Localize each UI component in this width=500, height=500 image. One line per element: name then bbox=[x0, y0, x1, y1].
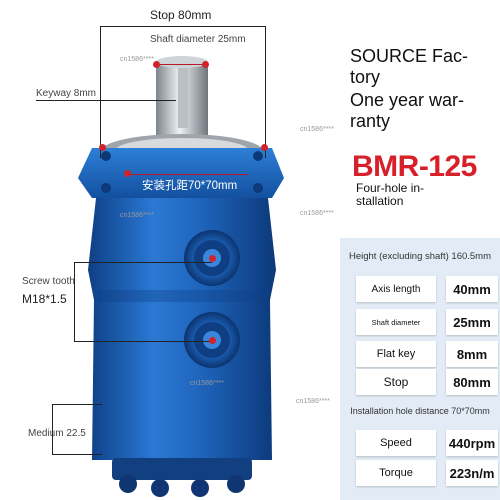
stop-dimension-line bbox=[100, 26, 266, 27]
screw-bracket-vertical bbox=[74, 262, 75, 342]
spec-label-axis-length: Axis length bbox=[356, 276, 436, 302]
hydraulic-motor-illustration bbox=[78, 56, 284, 497]
lower-port-marker bbox=[209, 337, 216, 344]
watermark: cn1586**** bbox=[190, 380, 224, 387]
watermark: cn1586**** bbox=[300, 126, 334, 133]
screw-tooth-label: Screw tooth bbox=[22, 276, 75, 287]
install-distance-spec: Installation hole distance 70*70mm bbox=[350, 406, 490, 416]
spec-label-speed: Speed bbox=[356, 430, 436, 456]
warranty-line1: One year war- bbox=[350, 90, 465, 110]
spec-value-speed: 440rpm bbox=[446, 430, 498, 456]
keyway-label: Keyway 8mm bbox=[36, 88, 97, 99]
spec-label-shaft-diameter: Shaft diameter bbox=[356, 309, 436, 335]
spec-panel: Height (excluding shaft) 160.5mm Axis le… bbox=[340, 238, 500, 500]
medium-leader-lower bbox=[52, 454, 102, 455]
screw-leader-upper bbox=[74, 262, 212, 263]
medium-label: Medium 22.5 bbox=[28, 428, 86, 439]
flange-corner-marker-left bbox=[99, 144, 106, 151]
shaft-diameter-line bbox=[156, 64, 208, 65]
spec-value-stop: 80mm bbox=[446, 369, 498, 395]
shaft-diameter-label: Shaft diameter 25mm bbox=[150, 34, 246, 45]
spec-label-flat-key: Flat key bbox=[356, 341, 436, 367]
watermark: cn1586**** bbox=[120, 56, 154, 63]
watermark: cn1586**** bbox=[296, 398, 330, 405]
install-line2: stallation bbox=[356, 194, 404, 208]
flange-hole-marker bbox=[124, 170, 131, 177]
hole-spacing-label: 安装孔距70*70mm bbox=[142, 180, 238, 192]
spec-value-torque: 223n/m bbox=[446, 460, 498, 486]
spec-value-flat-key: 8mm bbox=[446, 341, 498, 367]
screw-spec-label: M18*1.5 bbox=[22, 292, 67, 306]
spec-label-stop: Stop bbox=[356, 369, 436, 395]
spec-value-shaft-diameter: 25mm bbox=[446, 309, 498, 335]
shaft-left-marker bbox=[153, 61, 160, 68]
watermark: cn1586**** bbox=[300, 210, 334, 217]
screw-leader-lower bbox=[74, 341, 212, 342]
shaft-right-marker bbox=[202, 61, 209, 68]
warranty-line2: ranty bbox=[350, 111, 391, 131]
stop-right-extension bbox=[265, 26, 266, 158]
hole-spacing-line bbox=[128, 174, 248, 175]
stop-left-extension bbox=[100, 26, 101, 158]
install-line1: Four-hole in- bbox=[356, 181, 425, 195]
medium-bracket-vertical bbox=[52, 404, 53, 454]
source-factory-line1: SOURCE Fac- bbox=[350, 46, 469, 66]
flange-corner-marker-right bbox=[261, 144, 268, 151]
keyway-leader-line bbox=[36, 100, 176, 101]
stop-dimension-label: Stop 80mm bbox=[150, 8, 212, 22]
spec-value-axis-length: 40mm bbox=[446, 276, 498, 302]
watermark: cn1586**** bbox=[120, 212, 154, 219]
spec-label-torque: Torque bbox=[356, 460, 436, 486]
height-spec: Height (excluding shaft) 160.5mm bbox=[348, 251, 492, 262]
upper-port-marker bbox=[209, 255, 216, 262]
medium-leader-upper bbox=[52, 404, 102, 405]
model-title: BMR-125 bbox=[352, 150, 477, 183]
source-factory-line2: tory bbox=[350, 67, 381, 87]
